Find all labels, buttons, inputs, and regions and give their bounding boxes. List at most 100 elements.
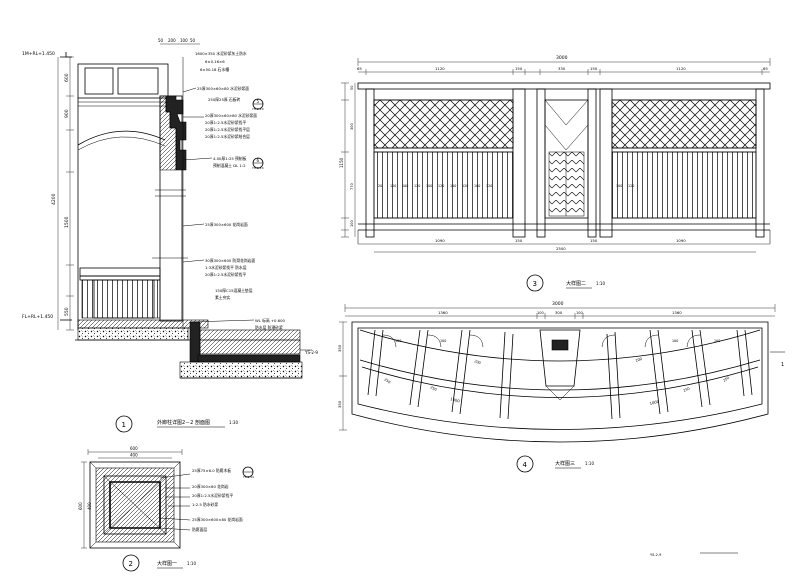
detail1-note: 1600×350 水泥砂浆灰土防水: [195, 51, 247, 56]
detail2-note: 20厚300×60 花岗岩: [192, 484, 229, 489]
callout-6: 6 YS-2-14: [252, 157, 264, 170]
detail1-note: 250厚25厚 石板砖: [208, 97, 240, 102]
callout-5-number: 5: [257, 99, 260, 104]
detail3-height-dim: 300: [350, 123, 354, 130]
detail2-note: 防腐面层: [192, 527, 207, 532]
detail1-number: 1: [122, 421, 126, 429]
detail4-scale: 1:10: [585, 461, 594, 466]
detail1-top-dims: 50 200 100 50: [158, 38, 200, 45]
detail2-title-block: 2 大样图一 1:10: [122, 554, 196, 572]
level-floor-label: FL+RL+1.450: [22, 314, 53, 320]
detail1-title: 外廊柱详图2－2 剖面图: [157, 419, 210, 426]
detail3-number: 3: [533, 280, 537, 288]
detail2-dim-side: 400: [87, 502, 92, 510]
detail3-top-dim: 65: [763, 66, 768, 71]
detail2-dim-top: 600: [130, 446, 138, 451]
detail-1-section: 1M+RL+1.450 FL+RL+1.450 4200 600 900 150…: [22, 38, 318, 433]
detail-3-elevation: 3000 65 1120 150 330 150 1120 65: [339, 55, 771, 292]
level-top-label: 1M+RL+1.450: [22, 51, 55, 57]
detail4-arc-label: 1000: [649, 398, 660, 405]
detail3-slat-dim: 120: [462, 184, 468, 188]
detail3-title: 大样图二: [566, 280, 586, 287]
detail3-height-dim: 50: [350, 86, 354, 90]
detail2-dim-top: 400: [130, 453, 138, 458]
detail4-seg-dim: 250: [722, 376, 730, 383]
detail2-note: 1:2.5 防水砂浆: [192, 502, 218, 507]
detail1-note: 150厚C15混凝土垫层: [215, 288, 253, 293]
detail3-top-dim: 330: [558, 66, 566, 71]
detail1-note: 预制混凝土 DL 1:2: [213, 163, 246, 168]
detail4-seg-dim: 250: [383, 378, 391, 385]
detail3-top-dim: 150: [515, 66, 523, 71]
detail1-notes: 1600×350 水泥砂浆灰土防水 6×0.16×6 6×50.18 石水槽 2…: [182, 51, 286, 330]
detail4-top-dim: 100: [537, 311, 544, 315]
callout-6-number: 6: [257, 158, 260, 163]
detail4-overall-width: 3000: [552, 301, 564, 307]
detail3-slat-dim: 100: [450, 184, 456, 188]
detail1-note: 20厚1:2.5水泥砂浆找平层: [205, 127, 250, 132]
detail3-height-dim: 770: [350, 183, 354, 190]
detail3-overall-height: 1150: [339, 157, 344, 168]
detail1-note: 20厚1:2.5水泥砂浆结合层: [205, 134, 250, 139]
detail2-callout-ref: YS-2-14: [243, 475, 254, 479]
detail1-note: 6×0.16×6: [205, 59, 225, 64]
detail3-bottom-dim: 150: [515, 238, 523, 243]
detail1-scale: 1:30: [229, 420, 238, 425]
detail3-slat-dim: 100: [426, 184, 432, 188]
detail1-height-dim: 550: [64, 307, 70, 316]
detail4-seg-dim: 100: [395, 339, 401, 343]
detail1-note: 25厚300×60×80 水泥砂浆面: [197, 86, 249, 91]
detail-4-curved-plan: 3000 1360 100 300 100 1360 250 250: [337, 301, 785, 473]
detail1-height-dim: 600: [64, 73, 70, 82]
detail1-height-dim: 900: [64, 109, 70, 118]
detail1-side-mark: YS-2-9: [304, 350, 318, 355]
detail3-top-dim: 150: [590, 66, 598, 71]
detail4-segment-dims: 250 250 250 250 200 200 100 100 100 100 …: [383, 339, 730, 406]
detail3-slat-dim: 100: [402, 184, 408, 188]
detail4-top-dim: 300: [555, 310, 563, 315]
detail4-title: 大样图三: [555, 460, 575, 467]
detail3-slat-dim: 120: [628, 184, 634, 188]
callout-5-ref: YS-2-14: [252, 107, 264, 111]
detail3-slat-dim: 120: [438, 184, 444, 188]
detail4-title-block: 4 大样图三 1:10: [516, 455, 594, 473]
detail3-bottom-dim: 2500: [556, 246, 566, 251]
detail1-note: 25厚300×600 花岗岩面: [205, 222, 248, 227]
detail4-seg-dim: 250: [430, 385, 438, 391]
detail4-seg-dim: 200: [474, 359, 482, 365]
callout-6-ref: YS-2-14: [252, 166, 264, 170]
right-mark: 1: [781, 362, 784, 368]
detail3-slat-dim: 20: [378, 184, 382, 188]
detail4-arc-label: 1000: [450, 396, 461, 403]
detail2-number: 2: [129, 560, 133, 568]
callout-5: 5 YS-2-14: [252, 98, 264, 111]
detail2-scale: 1:10: [187, 561, 196, 566]
page-code: YS-2-9: [650, 553, 661, 557]
detail1-note: 20厚1:2.5水泥砂浆找平: [205, 272, 246, 277]
detail1-note: WL 标高 +0.600: [255, 318, 286, 323]
detail4-top-dim: 100: [576, 311, 583, 315]
detail1-height-dim: 1500: [64, 216, 70, 228]
detail3-slat-spacing: 20 120 100 120 100 120 100 120 100 120 1…: [378, 184, 634, 188]
detail3-height-dim: 100: [350, 220, 354, 227]
detail1-top-dim: 200: [168, 38, 176, 43]
detail4-number: 4: [523, 461, 528, 469]
detail2-note: 25厚75×6.0 防腐木板: [192, 468, 231, 473]
detail3-overall-width: 3000: [556, 55, 568, 61]
detail4-height-dim: 350: [337, 400, 342, 408]
detail4-seg-dim: 100: [714, 339, 720, 343]
detail3-bottom-dim: 150: [590, 238, 598, 243]
detail2-notes: 25厚75×6.0 防腐木板 20厚300×60 花岗岩 20厚1:2.5水泥砂…: [159, 468, 243, 532]
detail3-bottom-dim: 1090: [435, 238, 445, 243]
detail1-note: 防水层 防潮砂浆: [255, 325, 283, 330]
detail3-title-block: 3 大样图二 1:10: [526, 274, 605, 292]
detail2-note: 25厚300×600×80 花岗岩面: [192, 517, 243, 522]
detail1-top-dim: 100: [180, 38, 188, 43]
detail2-note: 20厚1:2.5水泥砂浆找平: [192, 493, 233, 498]
detail1-top-dim: 50: [158, 38, 164, 43]
detail2-dim-side: 600: [78, 502, 83, 510]
detail3-top-dim: 1120: [676, 66, 686, 71]
detail4-top-dim: 1360: [672, 310, 682, 315]
detail3-slat-dim: 100: [474, 184, 480, 188]
